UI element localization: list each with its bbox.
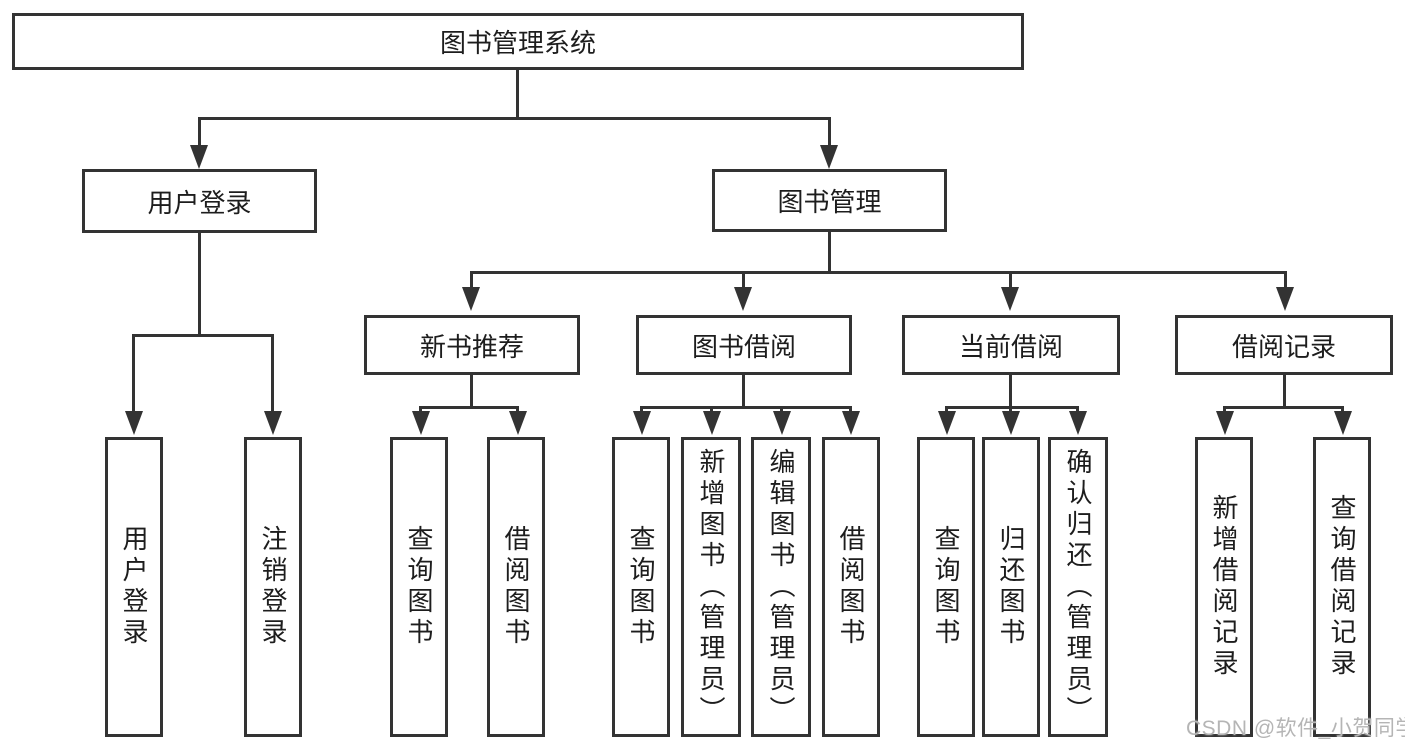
arrowhead-book-mgmt bbox=[820, 145, 838, 169]
connector-drop-rcd-add bbox=[1223, 406, 1226, 414]
connector-user-login-branch bbox=[132, 334, 274, 337]
arrowhead-borrow-record bbox=[1276, 287, 1294, 311]
connector-book-mgmt-stub bbox=[828, 232, 831, 273]
leaf-rec-borrow-label: 借阅图书 bbox=[501, 525, 531, 649]
arrowhead-rec-query bbox=[412, 411, 430, 435]
watermark: CSDN @软件_小贺同学 bbox=[1186, 717, 1405, 740]
leaf-rec-borrow: 借阅图书 bbox=[487, 437, 545, 737]
arrowhead-bor-edit bbox=[773, 411, 791, 435]
leaf-bor-edit-label: 编辑图书（管理员） bbox=[766, 447, 796, 727]
leaf-bor-edit: 编辑图书（管理员） bbox=[751, 437, 811, 737]
leaf-login-logout: 注销登录 bbox=[244, 437, 302, 737]
connector-book-borrow-branch bbox=[640, 406, 852, 409]
arrowhead-login-user bbox=[125, 411, 143, 435]
leaf-rcd-add-label: 新增借阅记录 bbox=[1209, 494, 1239, 680]
node-user-login: 用户登录 bbox=[82, 169, 317, 233]
leaf-cur-query-label: 查询图书 bbox=[931, 525, 961, 649]
arrowhead-cur-return bbox=[1002, 411, 1020, 435]
leaf-bor-query-label: 查询图书 bbox=[626, 525, 656, 649]
leaf-rcd-query: 查询借阅记录 bbox=[1313, 437, 1371, 737]
connector-borrow-record-stub bbox=[1283, 375, 1286, 409]
node-root: 图书管理系统 bbox=[12, 13, 1024, 70]
connector-borrow-record-branch bbox=[1223, 406, 1344, 409]
connector-new-book-stub bbox=[470, 375, 473, 409]
arrowhead-current-borrow bbox=[1001, 287, 1019, 311]
leaf-cur-return: 归还图书 bbox=[982, 437, 1040, 737]
connector-drop-current-borrow bbox=[1009, 271, 1012, 289]
node-current-borrow: 当前借阅 bbox=[902, 315, 1120, 375]
connector-drop-cur-return bbox=[1009, 406, 1012, 414]
connector-current-borrow-branch bbox=[945, 406, 1079, 409]
arrowhead-bor-borrow bbox=[842, 411, 860, 435]
leaf-login-user-label: 用户登录 bbox=[119, 525, 149, 649]
arrowhead-rcd-query bbox=[1334, 411, 1352, 435]
leaf-rcd-add: 新增借阅记录 bbox=[1195, 437, 1253, 737]
node-borrow-record: 借阅记录 bbox=[1175, 315, 1393, 375]
leaf-login-logout-label: 注销登录 bbox=[258, 525, 288, 649]
arrowhead-cur-confirm bbox=[1069, 411, 1087, 435]
leaf-login-user: 用户登录 bbox=[105, 437, 163, 737]
connector-drop-login-logout bbox=[271, 334, 274, 412]
connector-drop-cur-confirm bbox=[1076, 406, 1079, 414]
connector-level2 bbox=[198, 117, 831, 120]
connector-drop-rcd-query bbox=[1341, 406, 1344, 414]
arrowhead-bor-query bbox=[633, 411, 651, 435]
leaf-rcd-query-label: 查询借阅记录 bbox=[1327, 494, 1357, 680]
connector-drop-borrow-record bbox=[1284, 271, 1287, 289]
connector-drop-login-user bbox=[132, 334, 135, 412]
leaf-cur-confirm: 确认归还（管理员） bbox=[1048, 437, 1108, 737]
connector-drop-bor-edit bbox=[780, 406, 783, 414]
arrowhead-rec-borrow bbox=[509, 411, 527, 435]
connector-book-borrow-stub bbox=[742, 375, 745, 409]
leaf-cur-query: 查询图书 bbox=[917, 437, 975, 737]
connector-root-stub bbox=[516, 69, 519, 118]
connector-level3 bbox=[470, 271, 1287, 274]
arrowhead-book-borrow bbox=[734, 287, 752, 311]
leaf-cur-confirm-label: 确认归还（管理员） bbox=[1063, 447, 1093, 727]
connector-drop-rec-borrow bbox=[516, 406, 519, 414]
leaf-bor-query: 查询图书 bbox=[612, 437, 670, 737]
connector-drop-new-book bbox=[470, 271, 473, 289]
connector-drop-book-mgmt bbox=[828, 117, 831, 147]
arrowhead-bor-add bbox=[703, 411, 721, 435]
leaf-cur-return-label: 归还图书 bbox=[996, 525, 1026, 649]
connector-drop-bor-add bbox=[710, 406, 713, 414]
arrowhead-new-book bbox=[462, 287, 480, 311]
node-book-mgmt: 图书管理 bbox=[712, 169, 947, 232]
connector-current-borrow-stub bbox=[1009, 375, 1012, 409]
leaf-rec-query: 查询图书 bbox=[390, 437, 448, 737]
leaf-bor-borrow: 借阅图书 bbox=[822, 437, 880, 737]
node-new-book-rec: 新书推荐 bbox=[364, 315, 580, 375]
arrowhead-user-login bbox=[190, 145, 208, 169]
connector-drop-bor-query bbox=[640, 406, 643, 414]
connector-drop-user-login bbox=[198, 117, 201, 147]
arrowhead-login-logout bbox=[264, 411, 282, 435]
leaf-bor-add-label: 新增图书（管理员） bbox=[696, 447, 726, 727]
node-book-borrow: 图书借阅 bbox=[636, 315, 852, 375]
arrowhead-rcd-add bbox=[1216, 411, 1234, 435]
connector-drop-book-borrow bbox=[742, 271, 745, 289]
connector-user-login-stub bbox=[198, 233, 201, 336]
leaf-rec-query-label: 查询图书 bbox=[404, 525, 434, 649]
connector-drop-rec-query bbox=[419, 406, 422, 414]
connector-drop-bor-borrow bbox=[849, 406, 852, 414]
leaf-bor-borrow-label: 借阅图书 bbox=[836, 525, 866, 649]
connector-drop-cur-query bbox=[945, 406, 948, 414]
leaf-bor-add: 新增图书（管理员） bbox=[681, 437, 741, 737]
arrowhead-cur-query bbox=[938, 411, 956, 435]
connector-new-book-branch bbox=[419, 406, 519, 409]
